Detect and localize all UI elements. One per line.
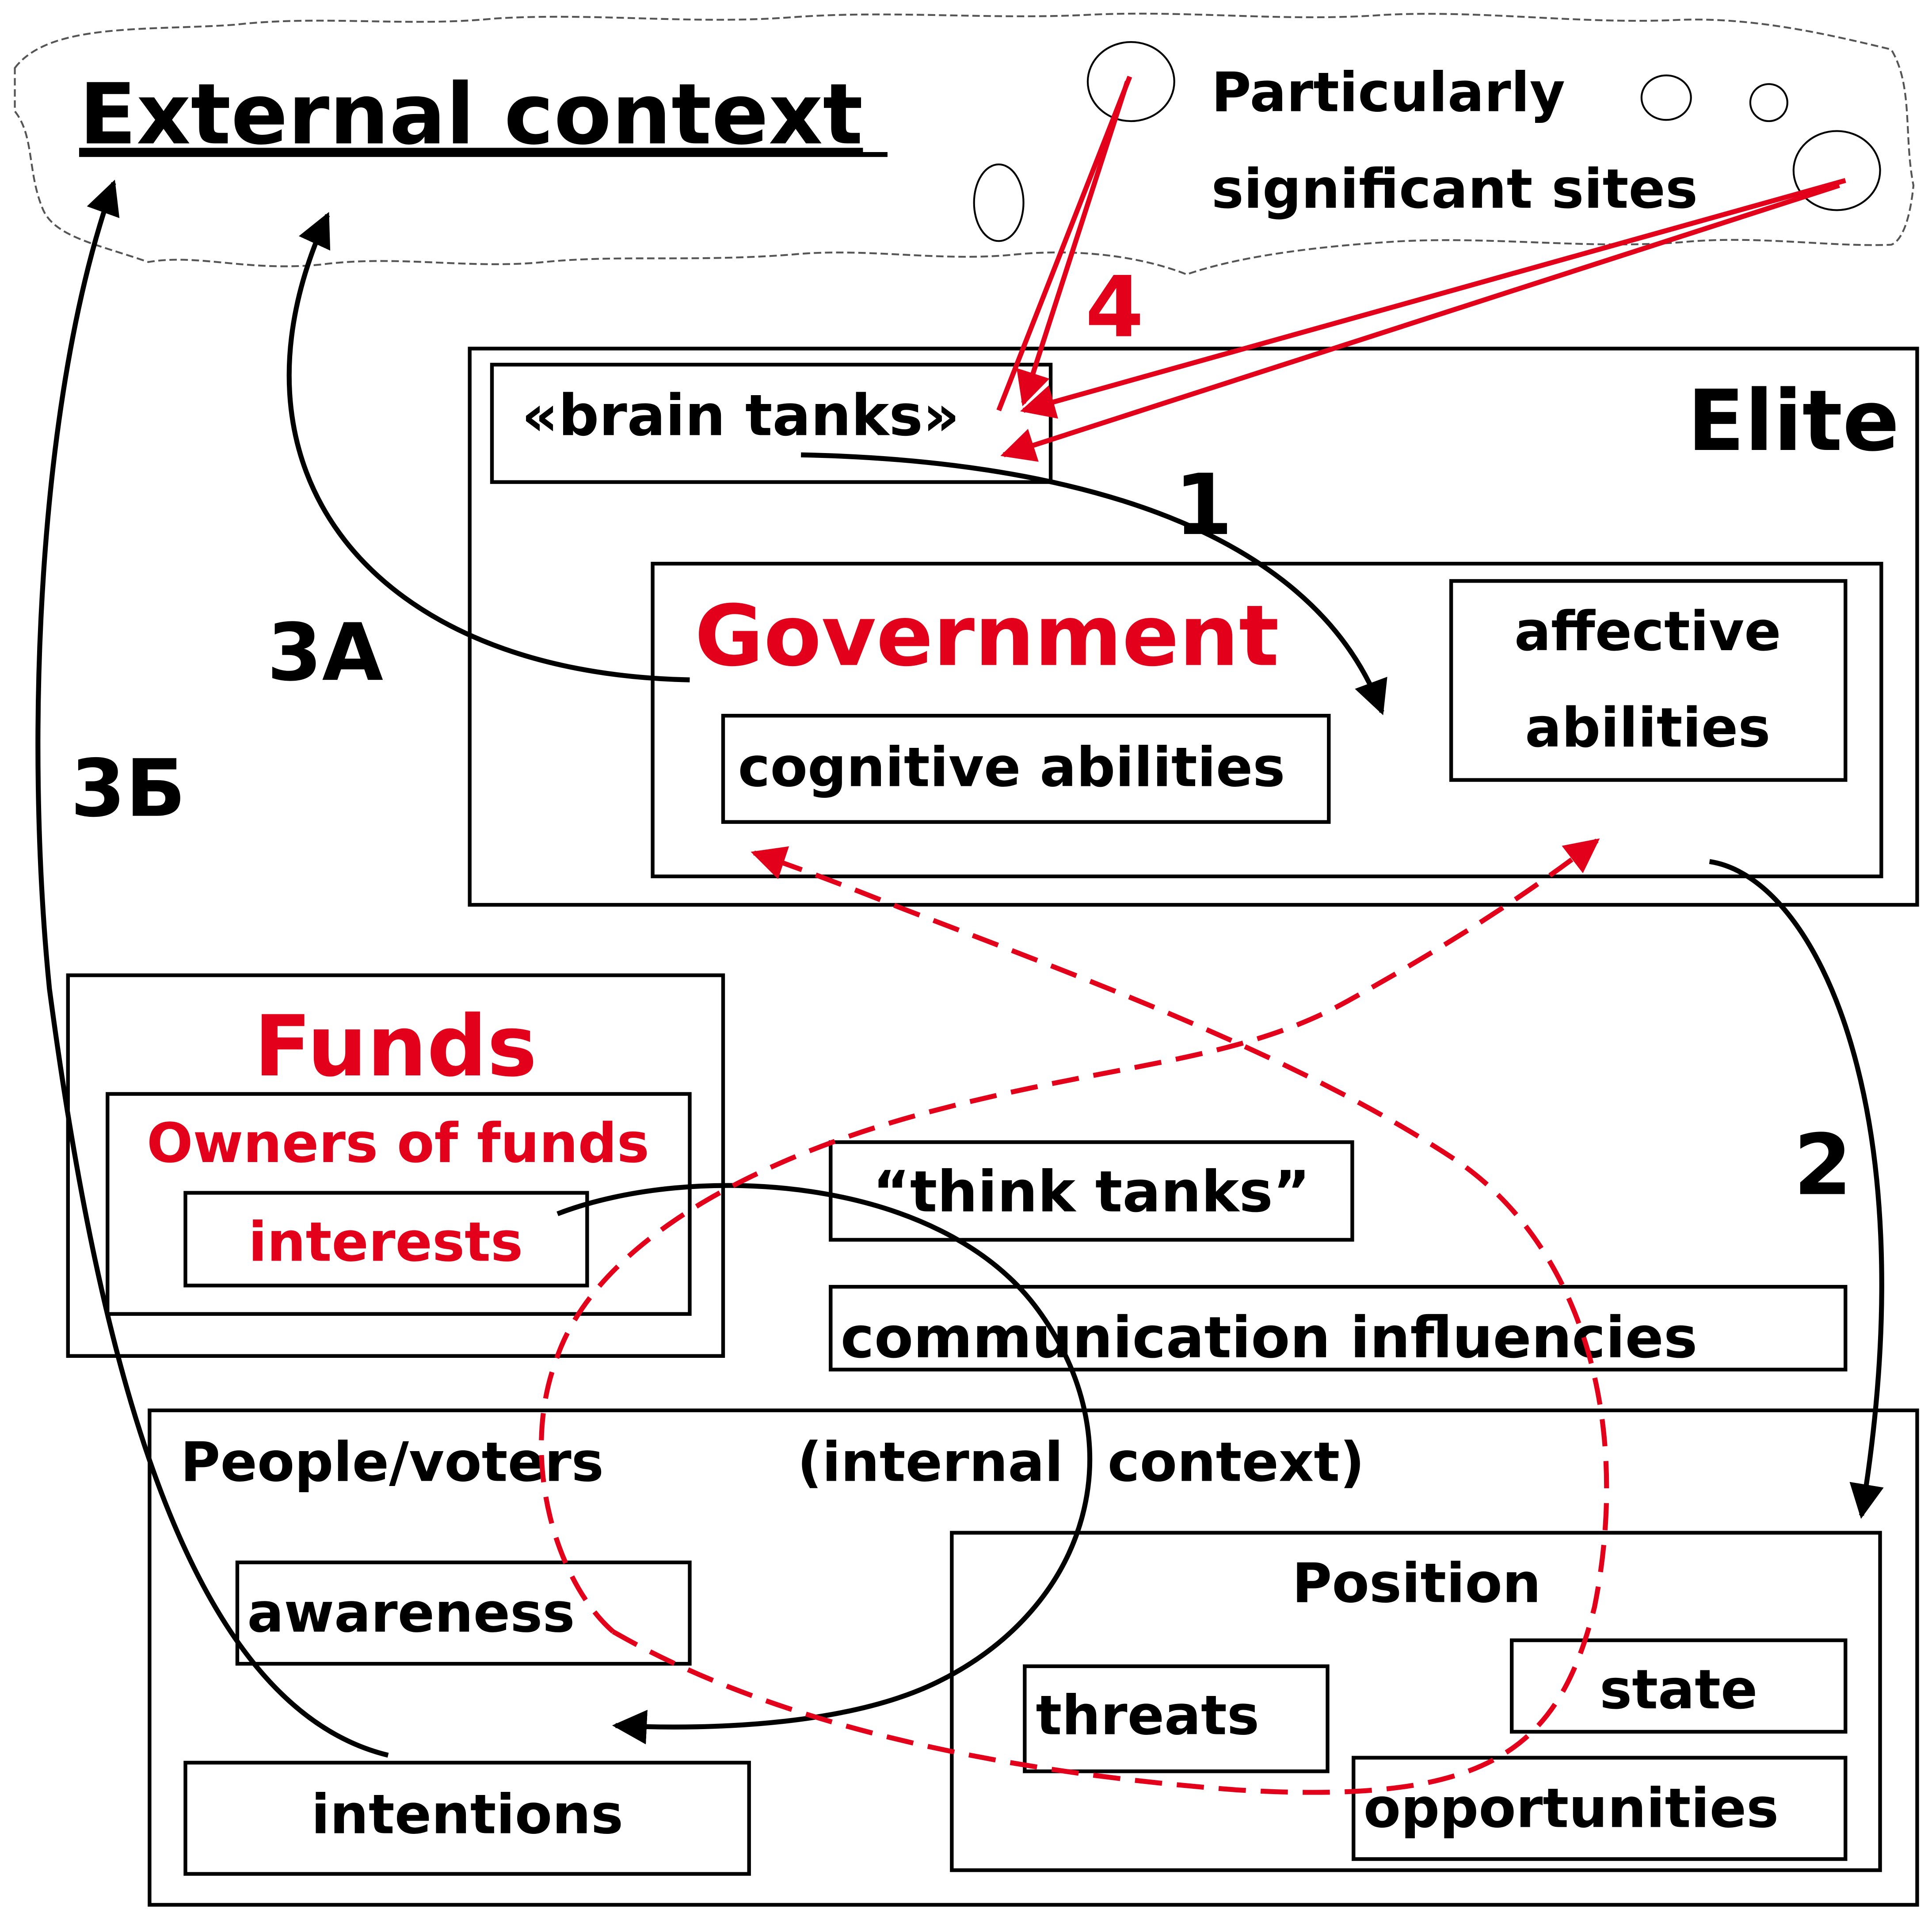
arrow-label-3b: 3Б (70, 743, 186, 835)
government-title: Government (695, 587, 1279, 685)
affective-abilities-line1: affective (1514, 600, 1781, 663)
funds-title: Funds (254, 997, 537, 1095)
communication-label: communication influencies (841, 1305, 1698, 1371)
external-context-cloud (14, 12, 1915, 276)
communication-box (829, 1285, 1848, 1372)
significant-sites-line1: Particularly (1212, 61, 1565, 125)
arrow-label-3a: 3A (267, 607, 383, 699)
threats-box (1023, 1664, 1330, 1773)
site-oval-3 (1749, 83, 1788, 122)
arrow-4-from-site-right-b (1000, 183, 1840, 462)
state-label: state (1600, 1658, 1757, 1722)
intentions-box (183, 1761, 751, 1876)
opportunities-box (1352, 1756, 1848, 1861)
site-oval-2 (1640, 74, 1692, 121)
think-tanks-label: “think tanks” (873, 1159, 1310, 1225)
site-oval-4 (1792, 130, 1881, 211)
interests-label: interests (248, 1211, 523, 1274)
affective-abilities-line2: abilities (1525, 697, 1770, 760)
cognitive-abilities-label: cognitive abilities (738, 736, 1285, 800)
dashed-arrow-to-cognitive (612, 846, 1609, 1795)
cognitive-abilities-box (721, 714, 1331, 824)
position-box (950, 1531, 1882, 1872)
elite-title: Elite (1687, 372, 1899, 470)
affective-abilities-box (1449, 579, 1848, 782)
threats-label: threats (1036, 1684, 1260, 1748)
arrow-3b (35, 179, 389, 1758)
funds-box (66, 973, 725, 1358)
owners-label: Owners of funds (147, 1112, 649, 1175)
government-box (651, 562, 1883, 878)
awareness-label: awareness (247, 1581, 575, 1645)
brain-tanks-label: «brain tanks» (522, 383, 960, 449)
opportunities-label: opportunities (1364, 1777, 1779, 1840)
arrow-4-from-site-right-a (1020, 178, 1846, 419)
significant-sites-line2: significant sites (1212, 158, 1698, 221)
people-title: People/voters (180, 1431, 604, 1494)
owners-box (106, 1092, 692, 1316)
intentions-label: intentions (311, 1783, 623, 1846)
brain-tanks-box (490, 362, 1053, 484)
internal-context-part1: (internal (797, 1431, 1063, 1494)
external-context-title: External context (79, 65, 863, 163)
arrow-1 (801, 452, 1387, 716)
arrow-2 (1709, 859, 1884, 1519)
arrow-label-1: 1 (1174, 456, 1233, 554)
think-tanks-box (829, 1140, 1354, 1242)
arrow-3a (286, 212, 690, 682)
arrow-label-4: 4 (1085, 258, 1143, 356)
site-oval-1 (1086, 41, 1175, 122)
site-oval-5 (973, 163, 1025, 242)
interests-box (183, 1191, 589, 1288)
state-box (1509, 1638, 1848, 1734)
internal-context-part2: context) (1108, 1431, 1365, 1494)
people-box (148, 1408, 1919, 1907)
elite-box (468, 347, 1919, 907)
position-title: Position (1292, 1552, 1541, 1615)
dashed-arrow-to-affective (539, 838, 1600, 1634)
arrow-4-from-site-left-b (1016, 80, 1130, 407)
arrow-label-2: 2 (1794, 1116, 1852, 1214)
awareness-box (235, 1560, 692, 1666)
arrow-4-from-site-left-a (996, 76, 1132, 412)
